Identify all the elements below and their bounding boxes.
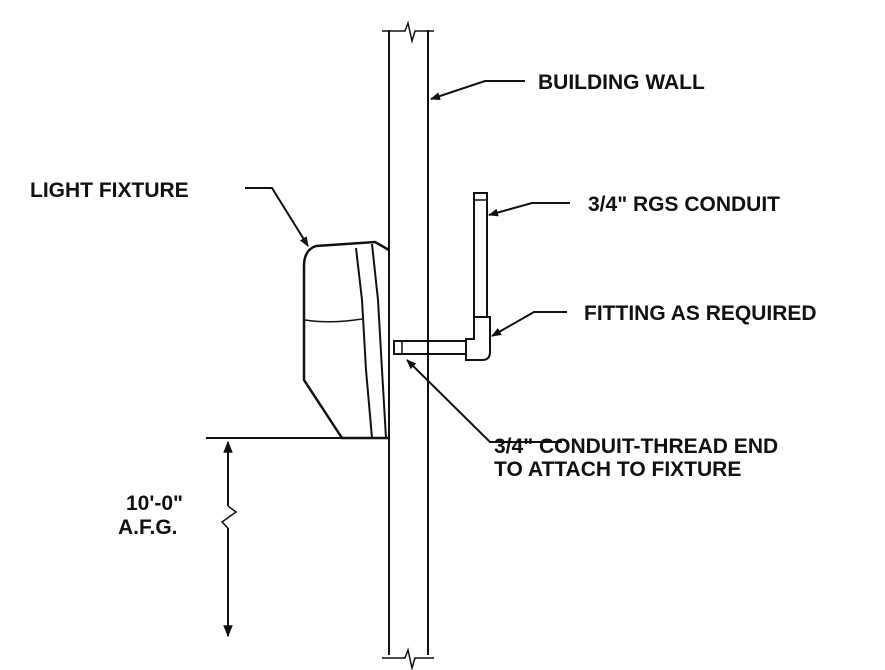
top-break-line <box>382 20 434 44</box>
conduit-assembly <box>393 192 491 361</box>
height-label-line1: 10'-0" <box>126 492 183 515</box>
conduit-thread-label-line2: TO ATTACH TO FIXTURE <box>494 458 741 481</box>
fitting <box>465 316 491 361</box>
leader-fitting: FITTING AS REQUIRED <box>491 302 817 337</box>
light-fixture-label: LIGHT FIXTURE <box>30 179 189 202</box>
bottom-break-line <box>382 647 434 670</box>
height-dimension: 10'-0" A.F.G. <box>118 437 342 638</box>
building-wall-label: BUILDING WALL <box>538 71 705 94</box>
height-label-line2: A.F.G. <box>118 516 178 539</box>
leader-conduit-thread: 3/4" CONDUIT-THREAD END TO ATTACH TO FIX… <box>406 359 778 481</box>
leader-rgs-conduit: 3/4" RGS CONDUIT <box>488 193 780 217</box>
light-fixture <box>302 240 390 440</box>
building-wall <box>382 20 434 670</box>
dimension-break <box>220 505 238 529</box>
rgs-conduit-label: 3/4" RGS CONDUIT <box>588 193 780 216</box>
conduit-thread-label-line1: 3/4" CONDUIT-THREAD END <box>494 435 778 458</box>
leader-building-wall: BUILDING WALL <box>430 71 705 100</box>
leader-light-fixture: LIGHT FIXTURE <box>30 179 309 247</box>
rgs-conduit <box>473 192 488 318</box>
fitting-label: FITTING AS REQUIRED <box>584 302 817 325</box>
